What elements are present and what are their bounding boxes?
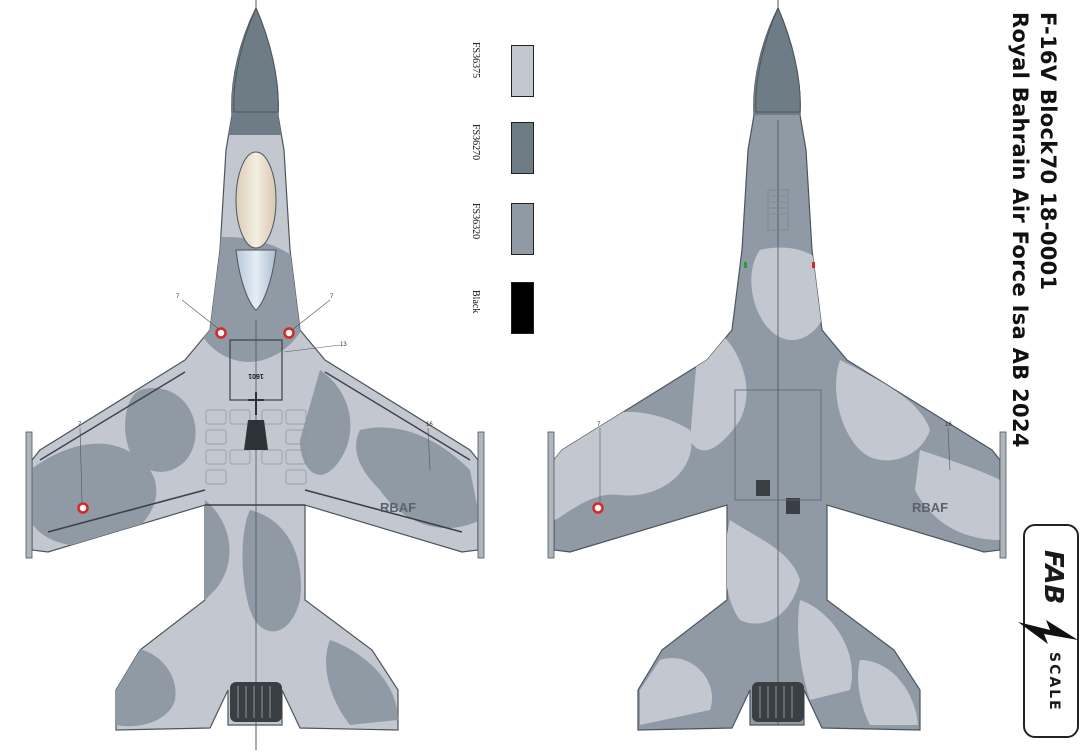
logo-sub-text: SCALE bbox=[1046, 652, 1062, 712]
color-swatch-fs36375 bbox=[511, 45, 534, 97]
color-code-label: Black bbox=[470, 290, 481, 314]
canopy bbox=[235, 151, 277, 249]
title-aircraft: F-16V Block70 18-0001 bbox=[1036, 12, 1060, 291]
title-operator: Royal Bahrain Air Force Isa AB 2024 bbox=[1008, 12, 1032, 448]
wing-marking-text: RBAF bbox=[380, 500, 416, 515]
callout-label: 7 bbox=[78, 422, 82, 428]
logo-brand-text: FAB bbox=[1038, 550, 1068, 605]
bottom-view: 7 16 RBAF bbox=[547, 0, 1007, 731]
roundel bbox=[592, 502, 604, 514]
top-view: 7 7 13 7 16 RBAF 1601 bbox=[25, 0, 485, 750]
color-swatch-fs36270 bbox=[511, 122, 534, 174]
color-code-label: FS36270 bbox=[470, 124, 481, 161]
color-swatch-black bbox=[511, 282, 534, 334]
bottom-view-airframe bbox=[553, 6, 1001, 731]
callout-label: 7 bbox=[330, 294, 334, 300]
lightning-bolt-icon bbox=[1018, 620, 1078, 644]
callout-label: 13 bbox=[340, 342, 347, 348]
callout-label: 7 bbox=[176, 294, 180, 300]
serial-number: 1601 bbox=[248, 372, 264, 379]
callout-label: 16 bbox=[426, 422, 433, 428]
color-code-label: FS36375 bbox=[470, 42, 481, 79]
callout-label: 7 bbox=[597, 422, 601, 428]
wing-marking-text: RBAF bbox=[912, 500, 948, 515]
fab-scale-logo bbox=[1023, 524, 1079, 738]
color-code-label: FS36320 bbox=[470, 203, 481, 240]
color-swatch-fs36320 bbox=[511, 203, 534, 255]
callout-label: 16 bbox=[945, 422, 952, 428]
roundel bbox=[215, 327, 227, 339]
roundel bbox=[77, 502, 89, 514]
roundel bbox=[283, 327, 295, 339]
